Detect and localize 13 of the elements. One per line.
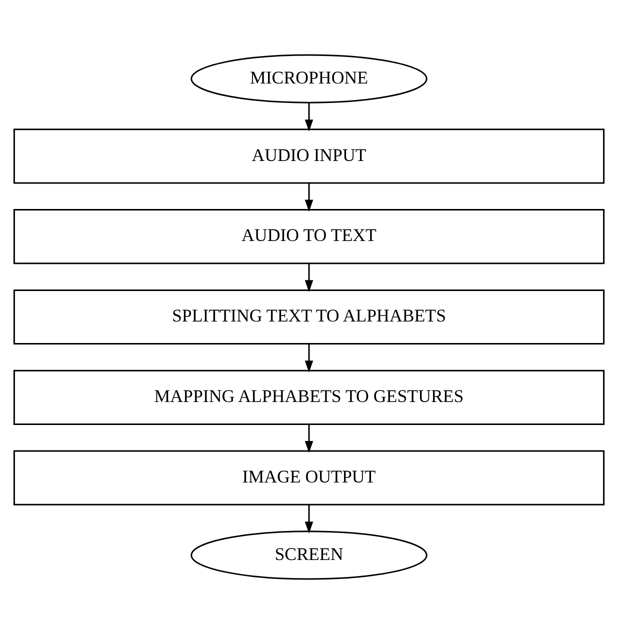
arrow [304,504,314,534]
node-box: MAPPING ALPHABETS TO GESTURES [13,370,605,425]
node-box: AUDIO INPUT [13,128,605,184]
arrow [304,344,314,372]
node-box: AUDIO TO TEXT [13,209,605,264]
arrow [304,424,314,453]
node-ellipse: SCREEN [190,530,428,580]
arrow [304,263,314,292]
arrow [304,102,314,132]
node-ellipse: MICROPHONE [190,54,428,104]
arrow [304,183,314,212]
node-box: IMAGE OUTPUT [13,450,605,506]
node-box: SPLITTING TEXT TO ALPHABETS [13,289,605,345]
